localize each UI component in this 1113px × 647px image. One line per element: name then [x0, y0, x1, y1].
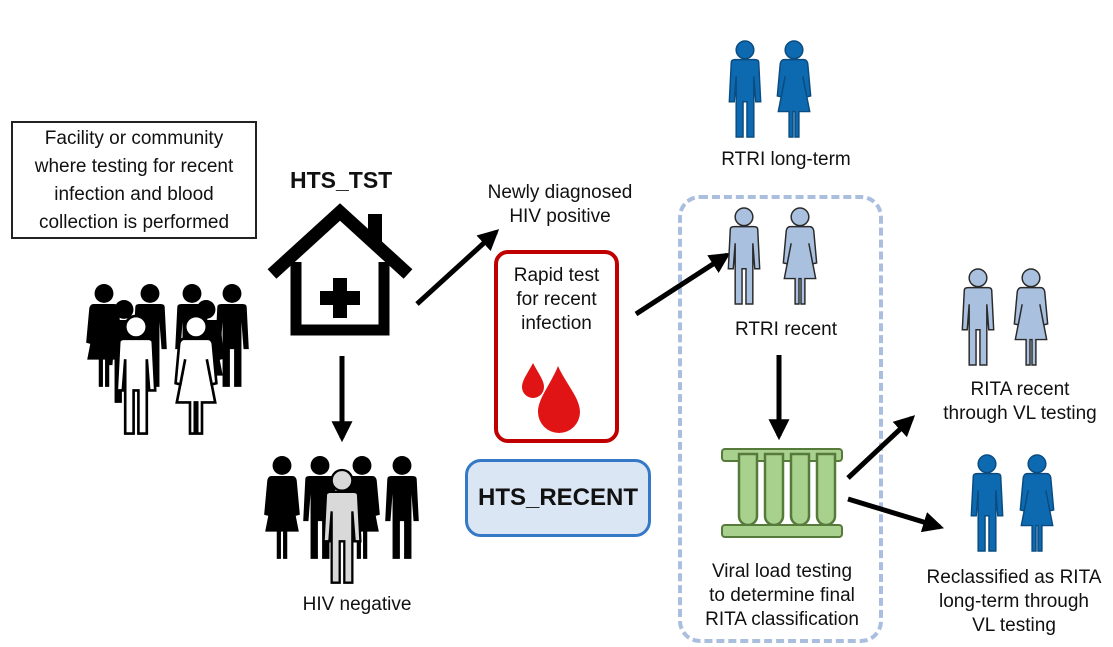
hiv-negative-people-icon [264, 456, 419, 584]
newly-diagnosed-label: Newly diagnosed HIV positive [470, 181, 650, 229]
arrow-to-rtri-recent [634, 252, 731, 317]
blood-drop-icon [522, 363, 580, 433]
rita-recent-people-icon [961, 268, 1049, 366]
rapid-test-line-1: Rapid test [513, 265, 600, 286]
rtri-dashed-group [678, 195, 883, 643]
viral-load-line-2: to determine final [709, 585, 855, 606]
health-facility-house-icon [267, 203, 413, 336]
viral-load-line-1: Viral load testing [711, 561, 853, 582]
rapid-test-box: Rapid test for recent infection [494, 250, 619, 443]
arrow-to-rita-recent [846, 415, 916, 480]
facility-line-1: Facility or community [44, 128, 224, 149]
rapid-test-line-2: for recent [516, 289, 597, 310]
hts-tst-label: HTS_TST [290, 167, 393, 193]
rapid-test-line-3: infection [521, 313, 592, 334]
reclassified-line-1: Reclassified as RITA [926, 567, 1102, 588]
facility-line-2: where testing for recent [34, 156, 234, 177]
reclassified-label: Reclassified as RITA long-term through V… [915, 566, 1113, 638]
reclassified-line-3: VL testing [972, 615, 1056, 636]
reclassified-line-2: long-term through [939, 591, 1089, 612]
rtri-recent-people-icon [727, 207, 818, 305]
facility-description-box: Facility or community where testing for … [11, 121, 257, 239]
viral-load-label: Viral load testing to determine final RI… [682, 560, 882, 632]
newly-diagnosed-line-1: Newly diagnosed [487, 182, 633, 203]
reclassified-people-icon [970, 454, 1055, 552]
rita-recent-line-2: through VL testing [943, 403, 1097, 424]
facility-line-3: infection and blood [54, 184, 214, 205]
hiv-negative-label: HIV negative [302, 594, 412, 615]
viral-load-line-3: RITA classification [705, 609, 859, 630]
hts-recent-label: HTS_RECENT [477, 484, 639, 511]
arrow-to-newly-diagnosed [415, 229, 500, 306]
rtri-long-term-label: RTRI long-term [721, 149, 851, 170]
flow-arrows [331, 229, 945, 533]
facility-line-4: collection is performed [38, 212, 230, 233]
arrow-to-reclassified [847, 496, 945, 533]
rtri-recent-label: RTRI recent [734, 319, 838, 340]
hts-recent-box: HTS_RECENT [465, 459, 651, 537]
rtri-long-term-people-icon [728, 40, 812, 138]
rita-recent-label: RITA recent through VL testing [930, 378, 1110, 426]
test-tubes-icon [721, 448, 843, 538]
rita-recent-line-1: RITA recent [970, 379, 1070, 400]
newly-diagnosed-line-2: HIV positive [509, 206, 611, 227]
crowd-people-icon [86, 284, 249, 435]
